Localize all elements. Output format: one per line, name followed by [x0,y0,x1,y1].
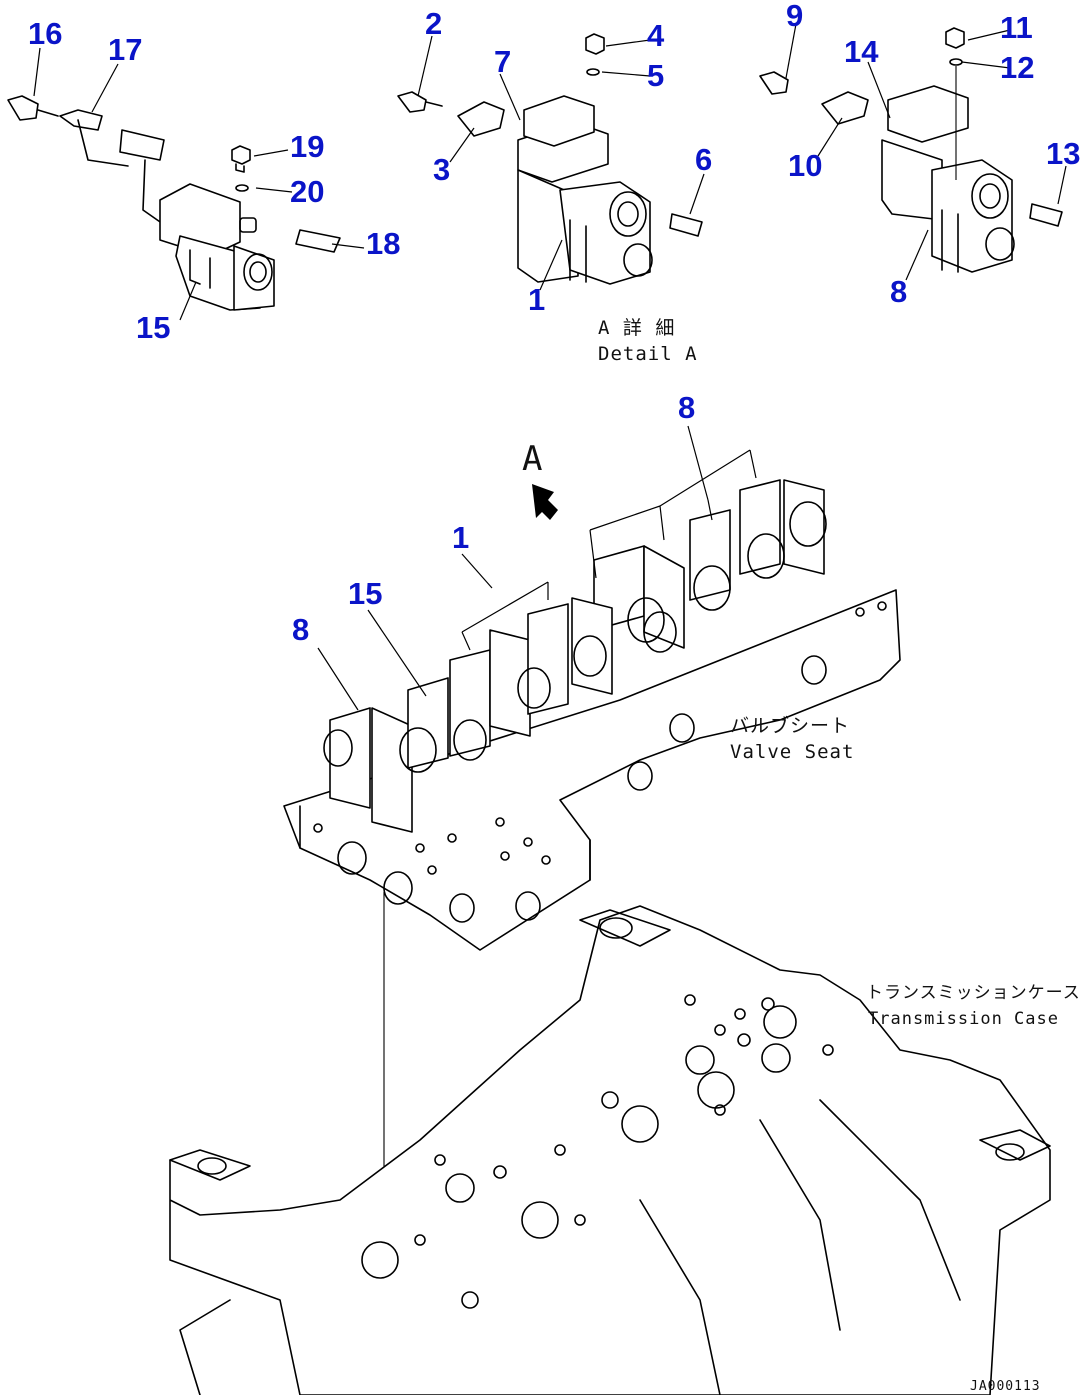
callout-19: 19 [290,129,324,164]
callout-16: 16 [28,16,62,51]
callout-15-detail: 15 [136,310,170,345]
detail-label-en: Detail A [598,343,698,365]
case-label-jp: トランスミッションケース [866,983,1081,1003]
callout-8-assembly-left: 8 [292,612,309,647]
callout-20: 20 [290,174,324,209]
callout-6: 6 [695,142,712,177]
callout-17: 17 [108,32,142,67]
text-labels: A 詳 細 Detail A A バルブシート Valve Seat トランスミ… [522,317,1081,1394]
callout-11: 11 [1000,10,1033,45]
valve-seat-label-en: Valve Seat [730,741,854,763]
callout-1-detail: 1 [528,282,545,317]
callouts: 16 17 19 20 18 15 2 7 3 4 5 6 1 9 14 10 … [28,0,1080,647]
callout-14: 14 [844,34,879,69]
callout-2: 2 [425,6,442,41]
callout-10: 10 [788,148,822,183]
valve-8-detail [759,27,1063,273]
callout-8-assembly-right: 8 [678,390,695,425]
callout-8-detail: 8 [890,274,907,309]
view-marker-a: A [522,439,543,479]
detail-label-jp: A 詳 細 [598,317,675,339]
drawing-code: JA000113 [970,1379,1041,1394]
callout-15-assembly: 15 [348,576,382,611]
callout-3: 3 [433,152,450,187]
callout-1-assembly: 1 [452,520,469,555]
valve-seat-assembly [283,479,901,1260]
callout-5: 5 [647,58,664,93]
callout-13: 13 [1046,136,1080,171]
callout-12: 12 [1000,50,1034,85]
leader-lines [33,23,1067,711]
transmission-case [169,905,1051,1395]
valve-seat-label-jp: バルブシート [730,714,850,737]
callout-18: 18 [366,226,400,261]
valve-1-detail [397,33,703,285]
valve-15-detail [7,95,341,311]
callout-7: 7 [494,44,511,79]
case-label-en: Transmission Case [868,1009,1059,1029]
callout-9: 9 [786,0,803,33]
callout-4: 4 [647,18,665,53]
